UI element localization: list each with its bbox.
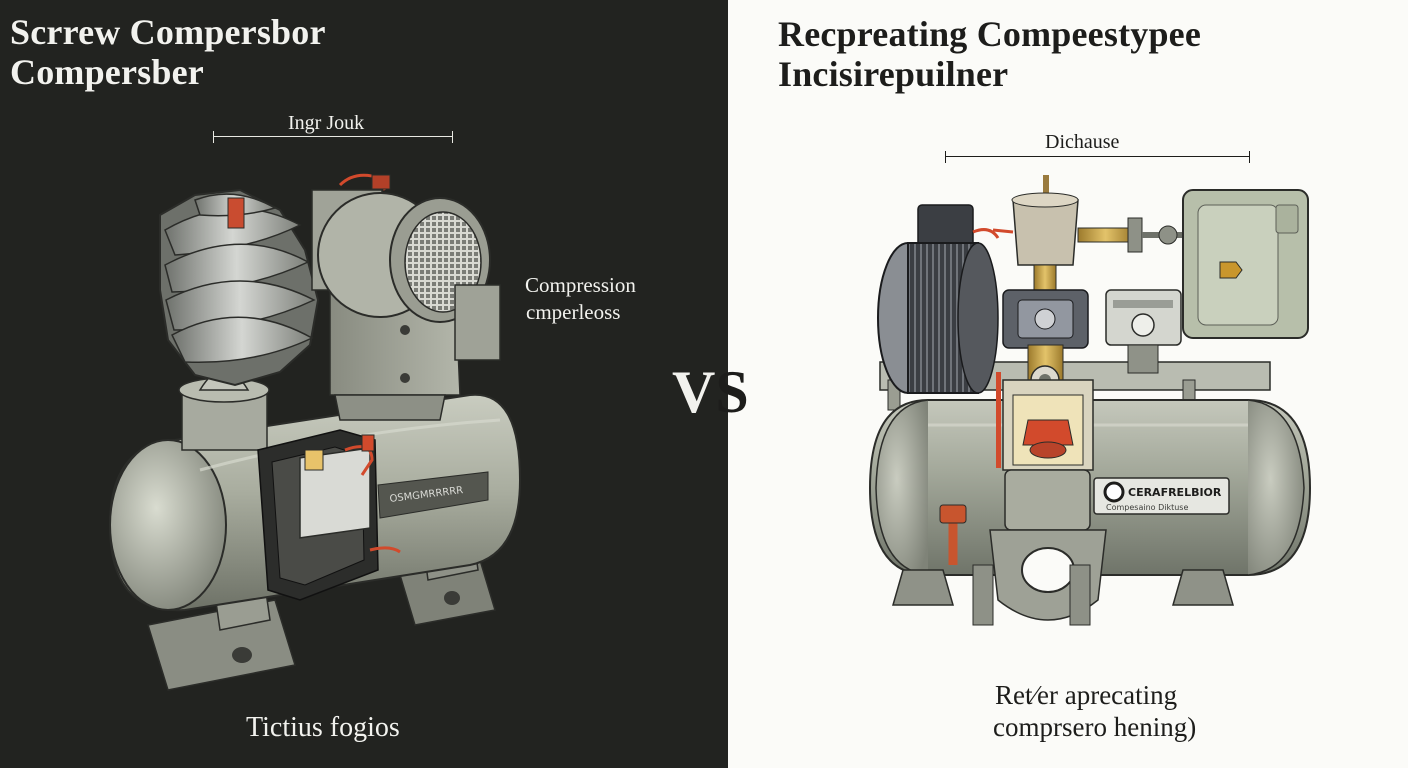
left-dimension-tick-start [213,131,214,143]
left-dimension-label: Ingr Jouk [284,112,369,135]
right-caption-line2: comprsero hening) [993,712,1197,742]
right-crankcase [996,372,1094,471]
right-nameplate-text-line1: CERAFRELBIOR [1128,486,1222,499]
left-title-line1: Scrrew Compersbor [10,12,326,52]
left-control-box [257,429,401,601]
vs-letter-v: V [672,359,716,425]
left-side-label-line1: Compression [525,273,636,297]
left-side-label-line2: cmperleoss [526,300,621,324]
right-nameplate-text-line2: Compesaino Diktuse [1106,503,1188,512]
left-nameplate: OSMGMRRRRR [377,471,489,519]
right-title-line1: Recpreating Compeestypee [778,14,1202,54]
right-cabinet [1182,189,1309,339]
vs-label: VS [672,356,749,428]
reciprocating-compressor-illustration: CERAFRELBIOR Compesaino Diktuse [868,175,1312,626]
right-dimension-line [945,151,1250,163]
right-nameplate: CERAFRELBIOR Compesaino Diktuse [1093,477,1230,515]
left-dimension-line [213,131,453,143]
left-motor [311,173,501,421]
right-dimension-label: Dichause [1041,131,1124,154]
screw-rotor [159,188,320,387]
right-caption-line1: Ret⁄er aprecating [995,680,1178,710]
right-dimension-tick-end [1249,151,1250,163]
right-motor [877,204,1000,394]
right-connecting-rod [972,469,1107,626]
right-side-piston [1105,289,1182,374]
screw-compressor-illustration: OSMGMRRRRR [108,173,522,691]
left-caption: Tictius fogios [246,712,400,743]
left-title-line2: Compersber [10,52,204,92]
right-dimension-tick-start [945,151,946,163]
left-panel: Scrrew Compersbor Compersber Ingr Jouk C… [0,0,728,768]
right-title-line2: Incisirepuilner [778,54,1009,94]
vs-letter-s: S [715,359,749,425]
left-dimension-tick-end [452,131,453,143]
right-red-pipe [939,504,967,565]
right-panel: Recpreating Compeestypee Incisirepuilner… [728,0,1408,768]
